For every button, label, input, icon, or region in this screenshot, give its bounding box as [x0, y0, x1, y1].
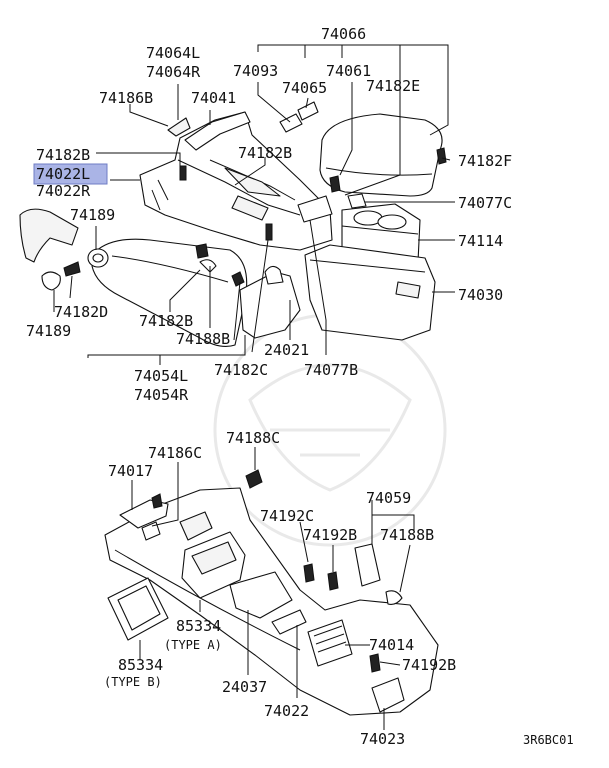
label-74077B[interactable]: 74077B [304, 361, 358, 379]
harness-74022 [271, 609, 307, 635]
label-74017[interactable]: 74017 [108, 462, 153, 480]
label-74041[interactable]: 74041 [191, 89, 236, 107]
console-box-74030 [304, 244, 436, 341]
label-74192B-upper[interactable]: 74192B [303, 526, 357, 544]
lower-assembly [104, 469, 439, 716]
label-74022L[interactable]: 74022L [36, 165, 90, 183]
label-74186C[interactable]: 74186C [148, 444, 202, 462]
label-74182E[interactable]: 74182E [366, 77, 420, 95]
label-24021[interactable]: 24021 [264, 341, 309, 359]
label-74014[interactable]: 74014 [369, 636, 414, 654]
part-labels: 74066 74064L 74064R 74093 74061 74065 74… [26, 25, 574, 748]
screw-74188C [245, 469, 263, 489]
label-74114[interactable]: 74114 [458, 232, 503, 250]
label-85334-type-b[interactable]: 85334 [118, 656, 163, 674]
label-74182B-lower[interactable]: 74182B [139, 312, 193, 330]
switch-74065 [279, 113, 303, 133]
label-74066[interactable]: 74066 [321, 25, 366, 43]
label-74022[interactable]: 74022 [264, 702, 309, 720]
label-type-b[interactable]: (TYPE B) [104, 675, 162, 689]
diagram-code: 3R6BC01 [523, 733, 574, 747]
selected-part-highlight [33, 163, 108, 185]
label-74182C[interactable]: 74182C [214, 361, 268, 379]
label-74064R[interactable]: 74064R [146, 63, 201, 81]
label-74188C[interactable]: 74188C [226, 429, 280, 447]
label-74030[interactable]: 74030 [458, 286, 503, 304]
label-24037[interactable]: 24037 [222, 678, 267, 696]
tray-74023 [371, 677, 405, 713]
label-74182B-top-mid[interactable]: 74182B [238, 144, 292, 162]
label-74189-lower[interactable]: 74189 [26, 322, 71, 340]
upper-assembly [19, 101, 447, 347]
label-74065[interactable]: 74065 [282, 79, 327, 97]
label-74192B-lower[interactable]: 74192B [402, 656, 456, 674]
clip-74186C [141, 521, 161, 541]
label-74186B[interactable]: 74186B [99, 89, 153, 107]
label-74023[interactable]: 74023 [360, 730, 405, 748]
label-74093[interactable]: 74093 [233, 62, 278, 80]
label-74189-upper[interactable]: 74189 [70, 206, 115, 224]
label-74059[interactable]: 74059 [366, 489, 411, 507]
label-74188B-lower[interactable]: 74188B [380, 526, 434, 544]
label-74054L[interactable]: 74054L [134, 367, 188, 385]
knob-74189 [41, 271, 61, 291]
bracket-74059 [354, 543, 381, 587]
screw-74192B [327, 571, 339, 591]
label-74064L[interactable]: 74064L [146, 44, 200, 62]
label-74022R[interactable]: 74022R [36, 182, 91, 200]
label-74182D[interactable]: 74182D [54, 303, 108, 321]
screw-74192C [303, 563, 315, 583]
console-body-74022 [139, 111, 333, 251]
label-74061[interactable]: 74061 [326, 62, 371, 80]
label-74188B-upper[interactable]: 74188B [176, 330, 230, 348]
pad-74077B [297, 195, 333, 223]
bracket-74041 [184, 111, 251, 151]
label-type-a[interactable]: (TYPE A) [164, 638, 222, 652]
label-74077C[interactable]: 74077C [458, 194, 512, 212]
label-85334-type-a[interactable]: 85334 [176, 617, 221, 635]
label-74054R[interactable]: 74054R [134, 386, 189, 404]
leader-lines [53, 44, 455, 730]
hinge-74077C [347, 193, 367, 209]
grip-74189 [19, 208, 79, 263]
module-74014 [307, 619, 353, 667]
label-74182F[interactable]: 74182F [458, 152, 512, 170]
label-74192C[interactable]: 74192C [260, 507, 314, 525]
label-74182B-top-left[interactable]: 74182B [36, 146, 90, 164]
